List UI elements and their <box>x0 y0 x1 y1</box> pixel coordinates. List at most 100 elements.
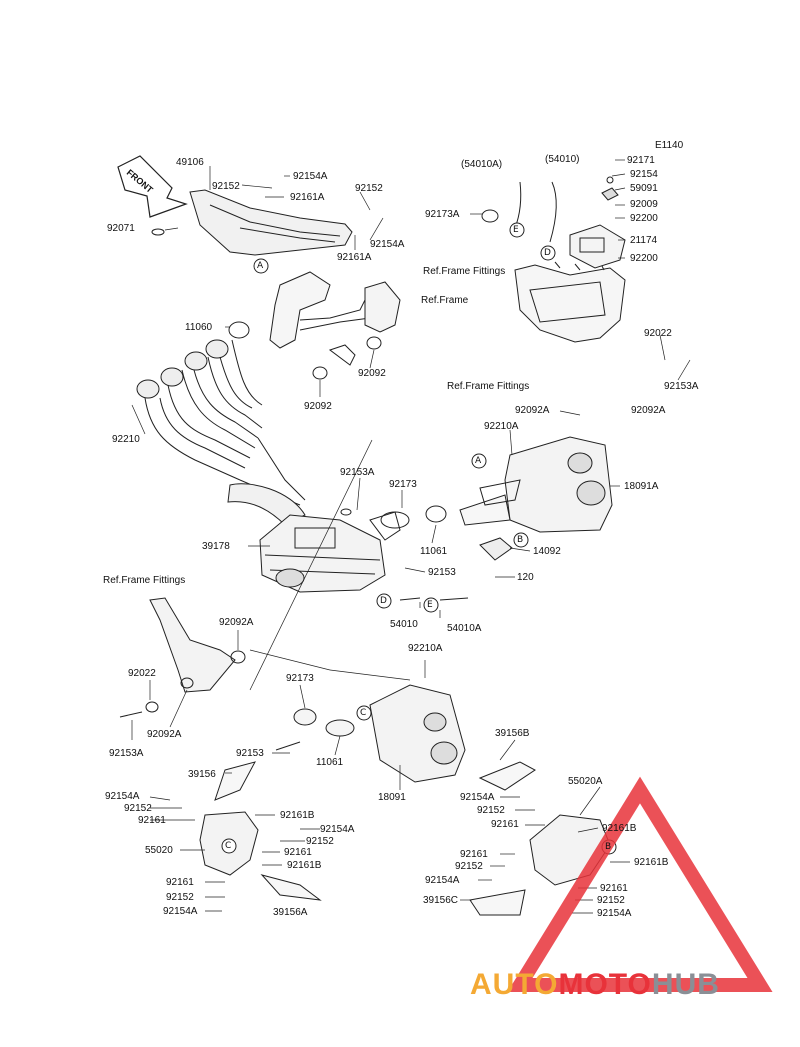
ecu-bracket <box>481 176 626 343</box>
exhaust-header-pipes <box>136 321 306 526</box>
part-label: 92092A <box>219 617 254 628</box>
marker-a-2: A <box>475 456 482 466</box>
part-label: 92154A <box>293 171 328 182</box>
part-label: 92173A <box>425 209 460 220</box>
diagram-code: E1140 <box>655 140 684 151</box>
part-label: 92154A <box>105 791 140 802</box>
marker-c-1: C <box>360 708 367 718</box>
part-label: Ref.Frame Fittings <box>423 266 506 277</box>
part-label: 92161 <box>138 815 166 826</box>
part-label: 92152 <box>477 805 505 816</box>
part-label: 92022 <box>128 668 156 679</box>
marker-b-2: B <box>605 842 612 852</box>
part-label: 92154A <box>425 875 460 886</box>
part-label: 92153 <box>428 567 456 578</box>
marker-e-2: E <box>427 600 433 610</box>
part-label: 120 <box>517 572 534 583</box>
watermark-logo: AUTOMOTOHUB <box>470 968 720 1001</box>
muffler-18091 <box>275 684 466 783</box>
part-label: Ref.Frame Fittings <box>447 381 530 392</box>
lower-frame-bracket <box>119 597 246 718</box>
part-label: 92171 <box>627 155 655 166</box>
part-label: 14092 <box>533 546 561 557</box>
part-label: 92161B <box>280 810 315 821</box>
part-label: 92154A <box>163 906 198 917</box>
part-label: 92161B <box>287 860 322 871</box>
part-label: 39156B <box>495 728 530 739</box>
part-label: 92154A <box>320 824 355 835</box>
sensors <box>340 508 469 601</box>
front-arrow-icon <box>117 155 188 218</box>
part-label: 92200 <box>630 253 658 264</box>
part-label: 18091 <box>378 792 406 803</box>
part-label: 92152 <box>124 803 152 814</box>
heat-shield-55020 <box>199 761 322 901</box>
watermark-triangle <box>507 776 773 992</box>
part-label: Ref.Frame Fittings <box>103 575 186 586</box>
part-label: 92161B <box>634 857 669 868</box>
part-label: 92092A <box>515 405 550 416</box>
part-label: 92152 <box>455 861 483 872</box>
part-label: 11061 <box>316 757 344 768</box>
part-label: 92161A <box>290 192 325 203</box>
part-label: 92154A <box>597 908 632 919</box>
part-label: 92161B <box>602 823 637 834</box>
part-label: 11060 <box>185 322 213 333</box>
part-label: 55020 <box>145 845 173 856</box>
part-label: 92153 <box>236 748 264 759</box>
part-label: 92153A <box>340 467 375 478</box>
part-label: 39178 <box>202 541 230 552</box>
part-label: 92152 <box>212 181 240 192</box>
part-label: 92154A <box>460 792 495 803</box>
marker-c-2: C <box>225 841 232 851</box>
part-label: 39156 <box>188 769 216 780</box>
part-label: 39156A <box>273 907 308 918</box>
part-label: 59091 <box>630 183 658 194</box>
part-label: 92092 <box>304 401 332 412</box>
marker-e-1: E <box>513 225 519 235</box>
part-label: 92161A <box>337 252 372 263</box>
part-label: 92210 <box>112 434 140 445</box>
part-label: Ref.Frame <box>421 295 469 306</box>
part-label: 92161 <box>600 883 628 894</box>
heat-guard-49106 <box>151 189 353 256</box>
part-label: 92071 <box>107 223 135 234</box>
part-label: 92200 <box>630 213 658 224</box>
part-label: 92152 <box>306 836 334 847</box>
part-label: (54010A) <box>461 159 503 170</box>
part-label: 18091A <box>624 481 659 492</box>
muffler-18091A <box>425 436 613 533</box>
part-label: 92152 <box>355 183 383 194</box>
part-label: 92092A <box>147 729 182 740</box>
part-label: 92161 <box>166 877 194 888</box>
marker-d-1: D <box>544 248 551 258</box>
part-label: 54010 <box>390 619 418 630</box>
part-label: 92210A <box>484 421 519 432</box>
part-label: 39156C <box>423 895 459 906</box>
part-label: 92161 <box>491 819 519 830</box>
part-label: 92153A <box>109 748 144 759</box>
part-label: 92173 <box>389 479 417 490</box>
part-label: 92210A <box>408 643 443 654</box>
part-label: 92153A <box>664 381 699 392</box>
part-label: 92154A <box>370 239 405 250</box>
part-label: 92009 <box>630 199 658 210</box>
part-label: 54010A <box>447 623 482 634</box>
marker-a-1: A <box>257 261 264 271</box>
part-label: 92161 <box>284 847 312 858</box>
leader-lines <box>131 159 691 914</box>
marker-b-1: B <box>517 535 524 545</box>
part-label: 92173 <box>286 673 314 684</box>
part-label: 92161 <box>460 849 488 860</box>
part-label: 92152 <box>597 895 625 906</box>
part-label: 92022 <box>644 328 672 339</box>
premuffler-39178 <box>259 511 401 593</box>
part-label: 11061 <box>420 546 448 557</box>
part-label: 92152 <box>166 892 194 903</box>
part-label: 92154 <box>630 169 658 180</box>
part-label: 55020A <box>568 776 603 787</box>
part-label: 49106 <box>176 157 204 168</box>
part-label: (54010) <box>545 154 580 165</box>
bracket-14092 <box>479 537 513 561</box>
